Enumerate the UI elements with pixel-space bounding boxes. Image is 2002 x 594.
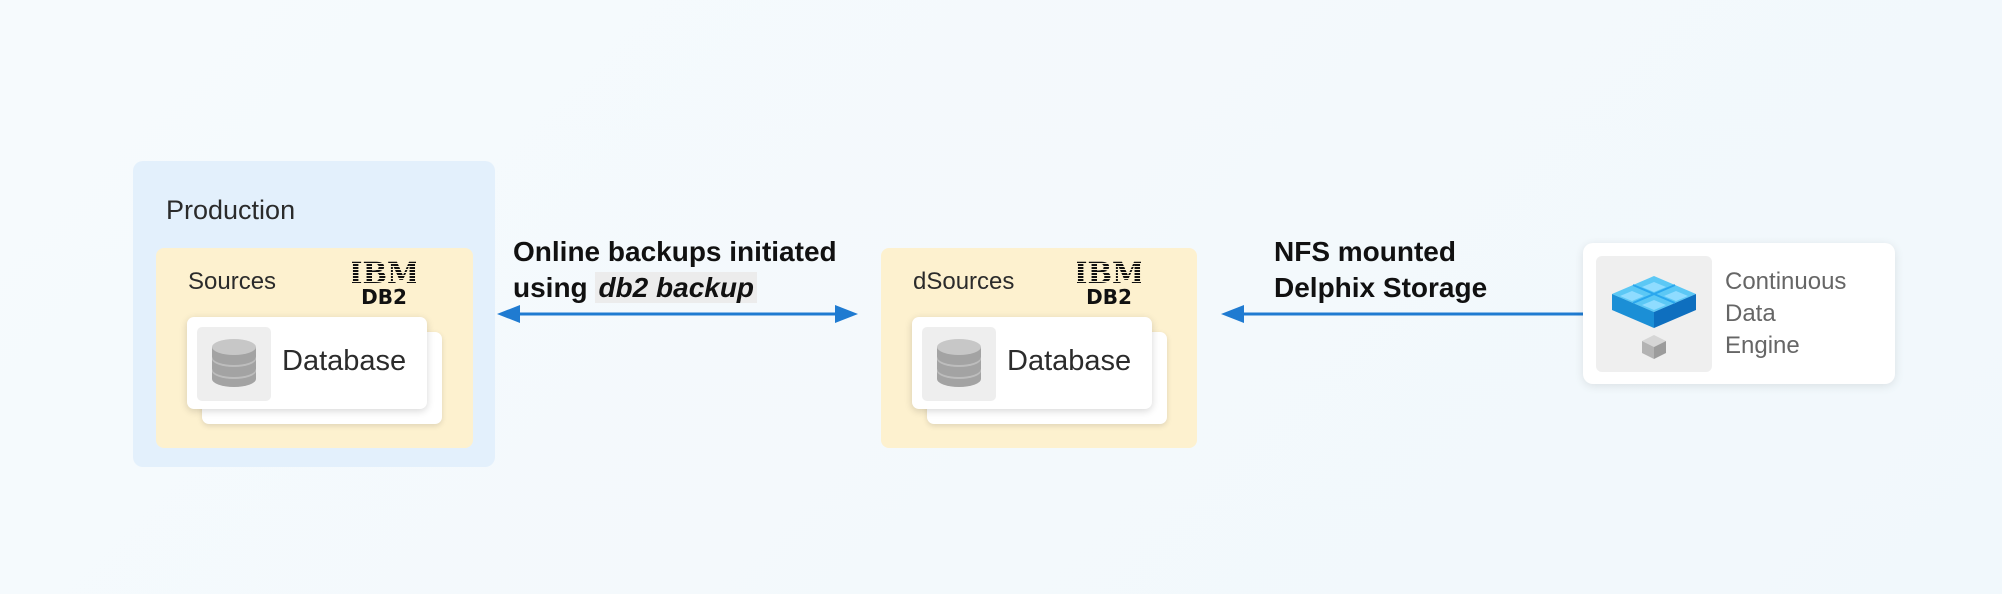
production-title: Production (166, 195, 296, 225)
nfs-mount-arrow (1221, 305, 1583, 323)
nfs-flow-line1: NFS mounted (1274, 236, 1456, 267)
engine-label-line: Data (1725, 300, 1776, 327)
engine-label: Continuous Data Engine (1725, 266, 1885, 362)
db2-label: DB2 (1086, 285, 1132, 309)
engine-label-line: Engine (1725, 332, 1800, 359)
backup-flow-label: Online backups initiated using db2 backu… (513, 234, 837, 306)
database-label: Database (282, 345, 407, 377)
backup-flow-line2: using db2 backup (513, 270, 837, 306)
database-label: Database (1007, 345, 1132, 377)
db2-backup-command: db2 backup (595, 272, 758, 303)
database-icon (197, 327, 271, 401)
delphix-engine-icon (1596, 256, 1712, 372)
backup-arrow (497, 305, 858, 323)
ibm-db2-logo: IBM DB2 (1077, 258, 1141, 314)
db2-label: DB2 (361, 285, 407, 309)
sources-panel: Sources IBM DB2 (156, 248, 473, 448)
sources-title: Sources (188, 268, 277, 295)
database-icon (922, 327, 996, 401)
ibm-db2-logo: IBM DB2 (352, 258, 416, 314)
backup-flow-line1: Online backups initiated (513, 236, 837, 267)
ibm-logo-icon: IBM (352, 258, 416, 286)
svg-text:IBM: IBM (1077, 258, 1141, 286)
dsources-title: dSources (913, 268, 1015, 295)
nfs-flow-line2: Delphix Storage (1274, 272, 1488, 303)
continuous-data-engine-card[interactable]: Continuous Data Engine (1583, 243, 1895, 384)
ibm-logo-icon: IBM (1077, 258, 1141, 286)
dsources-panel: dSources IBM DB2 (881, 248, 1197, 448)
source-database-card[interactable]: Database (187, 317, 427, 409)
nfs-flow-label: NFS mounted Delphix Storage (1274, 234, 1487, 306)
svg-text:IBM: IBM (352, 258, 416, 286)
engine-label-line: Continuous (1725, 268, 1847, 295)
dsource-database-card[interactable]: Database (912, 317, 1152, 409)
